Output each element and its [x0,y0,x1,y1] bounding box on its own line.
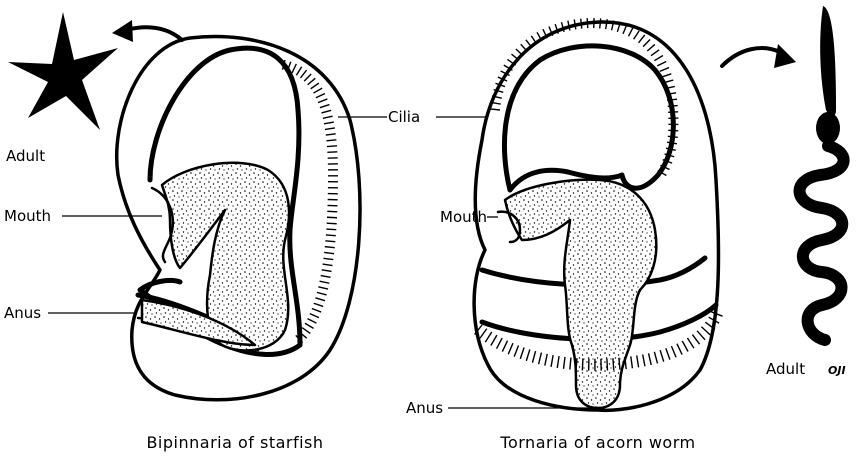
cilium-tick [325,241,335,242]
cilium-tick [668,112,678,113]
left-anus-label: Anus [4,304,41,322]
cilium-tick [668,130,678,131]
right-anus-label: Anus [406,399,443,417]
curved-arrow-icon [112,20,182,42]
cilium-tick [582,358,583,370]
left-adult-label: Adult [6,147,45,165]
cilium-tick [613,358,614,370]
cilium-tick [326,229,336,230]
tornaria-larva [474,22,718,410]
cilium-tick [576,358,577,370]
cilium-tick [327,217,337,218]
cilium-tick [327,152,337,153]
cilium-tick [600,18,601,28]
artist-signature: OJI [828,364,846,377]
curved-arrow-icon [722,44,796,68]
right-mouth-label: Mouth [440,208,487,226]
starfish-icon [8,12,118,130]
left-mouth-label: Mouth [4,207,51,225]
cilium-tick [607,358,608,370]
cilium-tick [327,223,337,224]
cilium-tick [668,106,678,107]
right-adult-label: Adult [766,360,805,378]
tornaria-caption: Tornaria of acorn worm [499,433,695,452]
cilia-label: Cilia [388,108,420,126]
cilium-tick [587,18,588,28]
bipinnaria-caption: Bipinnaria of starfish [146,433,323,452]
cilium-tick [327,146,337,147]
cilium-tick [326,235,336,236]
bipinnaria-larva [117,37,360,400]
acorn-worm-icon [800,6,844,340]
cilium-tick [326,140,336,141]
